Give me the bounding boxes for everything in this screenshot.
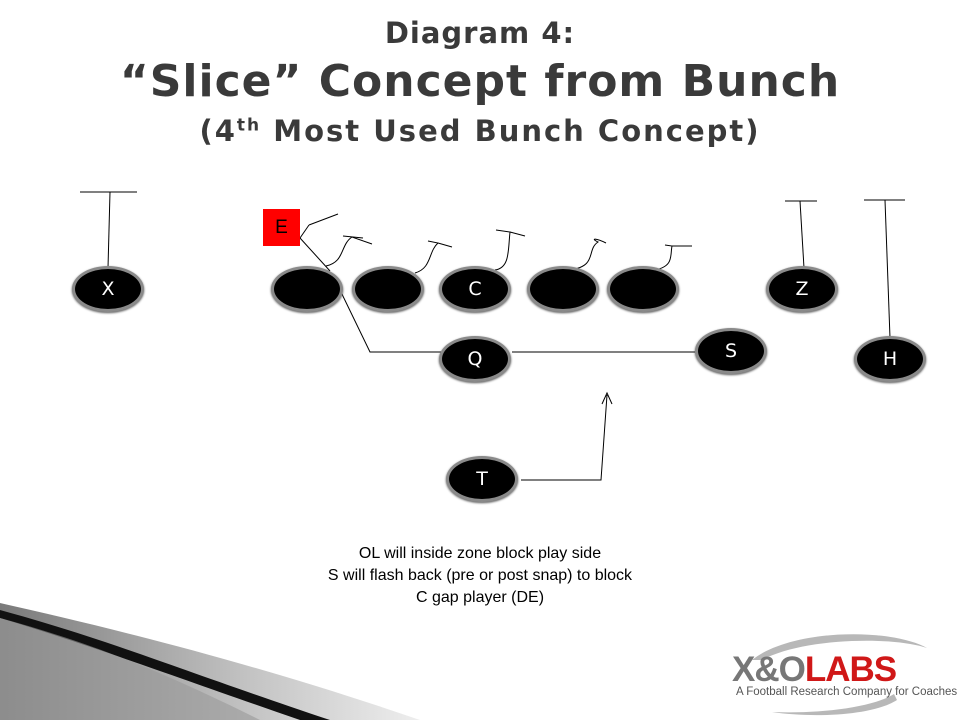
- block-lt-2: [299, 224, 310, 239]
- logo-brand: X&OLABS: [732, 650, 897, 689]
- diagram-number: Diagram 4:: [384, 16, 576, 50]
- route-x: [107, 191, 111, 269]
- logo-tagline: A Football Research Company for Coaches: [736, 686, 958, 698]
- player-q: Q: [439, 336, 511, 382]
- diagram-subtitle: (4th Most Used Bunch Concept): [199, 114, 761, 148]
- player-s: S: [695, 328, 767, 374]
- play-notes: OL will inside zone block play side S wi…: [250, 543, 710, 609]
- route-t: [521, 394, 608, 481]
- player-x: X: [72, 266, 144, 312]
- diagram-title: “Slice” Concept from Bunch: [119, 56, 841, 107]
- block-lg: [325, 236, 373, 267]
- block-rt: [569, 238, 607, 271]
- route-q-slice: [339, 289, 442, 353]
- block-lt-1: [299, 237, 331, 272]
- player-t: T: [446, 456, 518, 502]
- defender-e: E: [263, 209, 300, 246]
- player-z: Z: [766, 266, 838, 312]
- logo-swoosh-icon: [752, 634, 927, 716]
- xo-labs-logo: X&OLABS A Football Research Company for …: [722, 630, 958, 718]
- route-h: [884, 199, 891, 339]
- player-left-guard: [352, 266, 424, 312]
- player-right-tackle: [607, 266, 679, 312]
- player-h: H: [854, 336, 926, 382]
- block-lg-hook: [342, 235, 364, 239]
- arrow-t: [601, 391, 613, 405]
- player-center: C: [439, 266, 511, 312]
- player-left-tackle: [271, 266, 343, 312]
- note-line: OL will inside zone block play side: [358, 545, 602, 562]
- block-te: [654, 244, 692, 271]
- block-rg: [494, 229, 526, 271]
- block-c: [414, 240, 453, 274]
- note-line: S will flash back (pre or post snap) to …: [327, 567, 633, 584]
- player-right-guard: [527, 266, 599, 312]
- note-line: C gap player (DE): [415, 589, 545, 606]
- route-z: [799, 200, 805, 269]
- decorative-swoosh-black: [0, 610, 330, 720]
- block-lt-3: [308, 213, 339, 226]
